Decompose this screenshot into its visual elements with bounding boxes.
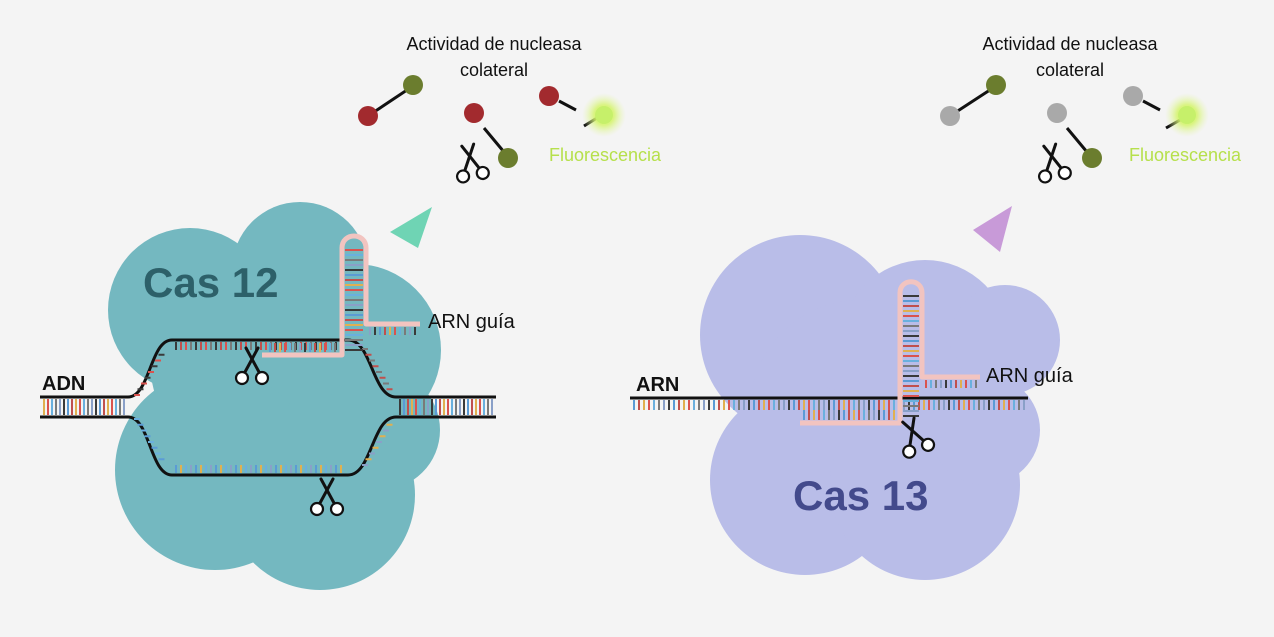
collateral-title-line1: Actividad de nucleasa bbox=[406, 34, 582, 54]
guide-rna-bases bbox=[269, 249, 416, 352]
reporter-molecule-cut bbox=[1047, 103, 1102, 168]
collateral-title-line1: Actividad de nucleasa bbox=[982, 34, 1158, 54]
activation-triangle-icon bbox=[390, 207, 432, 248]
dna-top-strand bbox=[40, 338, 496, 399]
guide-rna-label: ARN guía bbox=[428, 311, 516, 333]
cas12-protein-label: Cas 12 bbox=[143, 259, 278, 306]
reporter-molecule-fluorescent bbox=[1123, 86, 1209, 137]
guide-rna-label: ARN guía bbox=[986, 365, 1074, 387]
activation-triangle-icon bbox=[973, 206, 1012, 252]
reporter-molecule-intact bbox=[358, 75, 423, 126]
reporter-molecule-intact bbox=[940, 75, 1006, 126]
collateral-title-line2: colateral bbox=[460, 60, 528, 80]
reporter-molecule-fluorescent bbox=[539, 86, 626, 137]
fluorescence-label: Fluorescencia bbox=[549, 145, 662, 165]
dna-bottom-strand bbox=[40, 415, 496, 477]
rna-label: ARN bbox=[636, 374, 679, 396]
scissors-icon bbox=[1032, 140, 1074, 185]
cas13-protein-label: Cas 13 bbox=[793, 472, 928, 519]
dna-label: ADN bbox=[42, 373, 85, 395]
collateral-title-line2: colateral bbox=[1036, 60, 1104, 80]
reporter-molecule-cut bbox=[464, 103, 518, 168]
cas12-panel: Cas 12 ADN ARN guía Actividad de nucleas… bbox=[40, 34, 662, 590]
guide-rna-bases bbox=[803, 295, 977, 420]
guide-rna bbox=[800, 279, 980, 426]
guide-rna bbox=[262, 233, 420, 358]
scissors-icon bbox=[450, 140, 492, 185]
cas13-panel: Cas 13 ARN ARN guía Actividad de nucleas… bbox=[630, 34, 1242, 580]
fluorescence-label: Fluorescencia bbox=[1129, 145, 1242, 165]
